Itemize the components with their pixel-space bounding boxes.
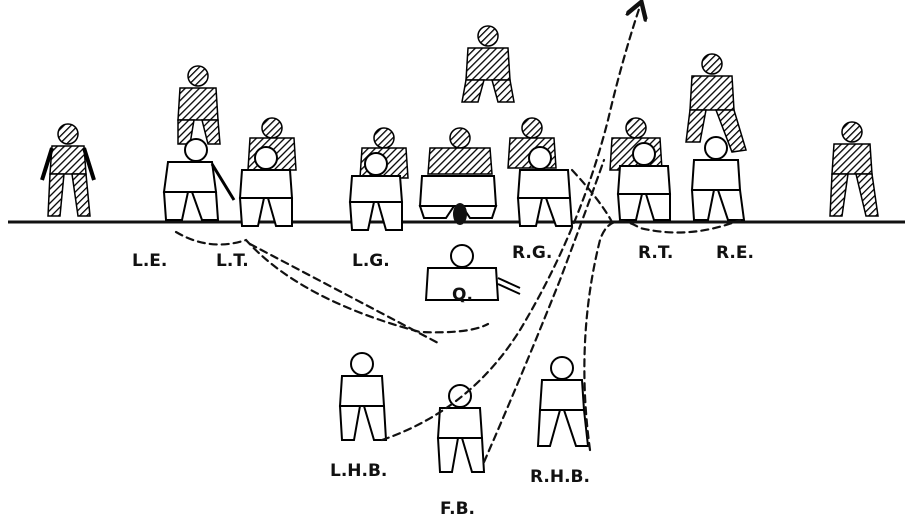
football <box>453 203 467 225</box>
player-left-guard <box>348 152 404 231</box>
defender-left-back <box>177 65 221 145</box>
player-left-end <box>162 138 236 221</box>
path-guard-pull <box>570 168 614 224</box>
label-fb: F.B. <box>440 499 475 519</box>
player-quarterback <box>424 244 521 301</box>
label-lg: L.G. <box>352 251 390 271</box>
defender-center-back <box>461 25 515 103</box>
label-re: R.E. <box>716 243 754 263</box>
label-lhb: L.H.B. <box>330 461 387 481</box>
path-right-halfback-run <box>583 218 742 452</box>
label-le: L.E. <box>132 251 167 271</box>
defender-far-right <box>829 121 879 217</box>
player-fullback <box>436 384 486 473</box>
defender-far-left <box>40 123 96 217</box>
player-right-guard <box>516 146 574 227</box>
path-left-end-run <box>174 230 490 334</box>
label-lt: L.T. <box>216 251 249 271</box>
label-rg: R.G. <box>512 243 552 263</box>
path-halfback-run <box>380 6 640 442</box>
offense-players <box>162 136 746 473</box>
label-rt: R.T. <box>638 243 673 263</box>
player-right-end <box>690 136 746 221</box>
player-left-halfback <box>338 352 388 441</box>
position-labels: L.E. L.T. L.G. R.G. R.T. R.E. Q. L.H.B. … <box>132 243 754 519</box>
player-right-tackle <box>616 142 672 221</box>
player-right-halfback <box>536 356 590 447</box>
play-paths <box>174 6 742 464</box>
label-rhb: R.H.B. <box>530 467 590 487</box>
defender-center <box>427 127 493 175</box>
label-q: Q. <box>452 285 473 305</box>
path-left-tackle-run <box>248 242 442 346</box>
defender-right-back <box>685 53 747 153</box>
player-center <box>418 175 498 225</box>
player-left-tackle <box>238 146 294 227</box>
